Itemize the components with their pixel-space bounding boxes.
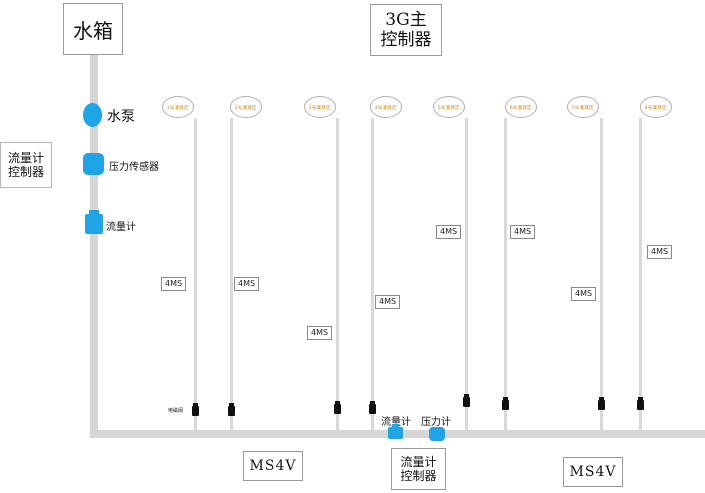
- valve-4: [369, 401, 376, 414]
- valve-2: [228, 403, 235, 416]
- pump-icon: [83, 103, 102, 127]
- flow-meter-icon: [85, 214, 103, 234]
- valve-3: [334, 401, 341, 414]
- pump-label: 水泵: [107, 109, 135, 125]
- branch-pipe-4: [371, 118, 374, 430]
- node-tag-8: 4MS: [647, 245, 673, 259]
- zone-5: 5号灌溉区: [433, 96, 465, 118]
- branch-pipe-7: [600, 118, 603, 430]
- ms4v-right-label: MS4V: [569, 464, 617, 480]
- water-tank-label: 水箱: [73, 18, 113, 43]
- valve-5: [463, 394, 470, 407]
- bottom-flow-label: 流量计: [381, 417, 411, 428]
- main-controller-label: 3G主 控制器: [380, 10, 432, 50]
- bottom-pressure-meter-icon: [429, 427, 445, 441]
- bottom-flow-meter-icon: [388, 427, 403, 439]
- zone-8: 8号灌溉区: [640, 96, 672, 118]
- ms4v-left-label: MS4V: [249, 458, 297, 474]
- branch-pipe-1: [194, 118, 197, 430]
- zone-2: 2号灌溉区: [230, 96, 262, 118]
- bottom-flow-meter-top: [392, 424, 399, 428]
- branch-pipe-2: [230, 118, 233, 430]
- valve-label: 电磁阀: [168, 408, 184, 414]
- flow-controller-left-label: 流量计 控制器: [7, 151, 44, 179]
- bottom-pressure-label: 压力计: [421, 417, 451, 428]
- node-tag-2: 4MS: [234, 277, 260, 291]
- branch-pipe-6: [504, 118, 507, 430]
- valve-6: [502, 397, 509, 410]
- flow-controller-bottom-box: 流量计 控制器: [391, 448, 446, 490]
- flow-meter-label: 流量计: [106, 222, 136, 233]
- branch-pipe-5: [465, 118, 468, 430]
- ms4v-right-box: MS4V: [563, 457, 623, 487]
- pressure-sensor-label: 压力传感器: [109, 162, 159, 173]
- zone-3: 3号灌溉区: [304, 96, 336, 118]
- zone-4: 4号灌溉区: [370, 96, 402, 118]
- zone-1: 1号灌溉区: [162, 96, 194, 118]
- node-tag-6: 4MS: [510, 225, 536, 239]
- node-tag-4: 4MS: [375, 295, 401, 309]
- branch-pipe-3: [336, 118, 339, 430]
- ms4v-left-box: MS4V: [243, 451, 303, 481]
- zone-6: 6号灌溉区: [505, 96, 537, 118]
- valve-7: [598, 397, 605, 410]
- pressure-sensor-icon: [83, 153, 104, 175]
- flow-controller-bottom-label: 流量计 控制器: [400, 455, 437, 483]
- node-tag-1: 4MS: [161, 277, 187, 291]
- node-tag-3: 4MS: [307, 326, 333, 340]
- flow-meter-top: [89, 210, 99, 215]
- water-tank-box: 水箱: [63, 3, 123, 55]
- node-tag-5: 4MS: [436, 225, 462, 239]
- branch-pipe-8: [639, 118, 642, 430]
- zone-7: 7号灌溉区: [567, 96, 599, 118]
- valve-1: [192, 403, 199, 416]
- node-tag-7: 4MS: [571, 287, 597, 301]
- flow-controller-left-box: 流量计 控制器: [0, 142, 52, 188]
- main-vertical-pipe: [90, 55, 98, 438]
- valve-8: [637, 397, 644, 410]
- main-controller-box: 3G主 控制器: [370, 4, 442, 56]
